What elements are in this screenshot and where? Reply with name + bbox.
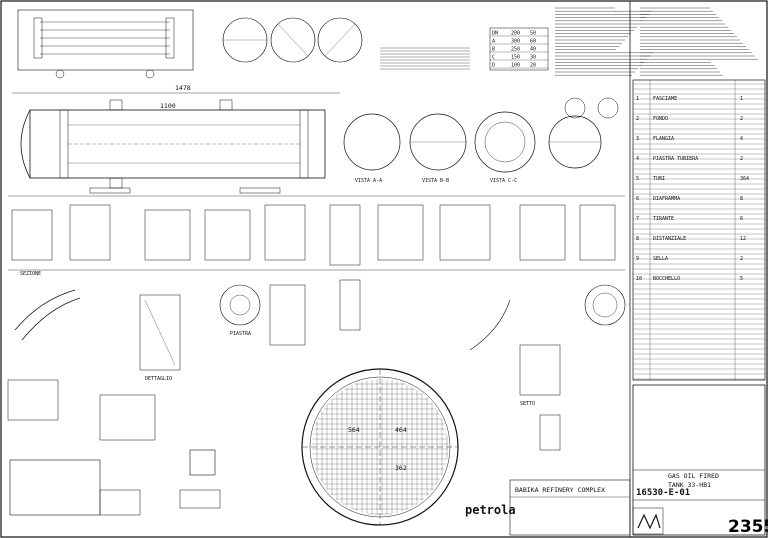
nozzle-table-cell: 250 [511,47,520,53]
lower-center-details [7,299,561,516]
top-flange-views [222,17,363,63]
label-section: SEZIONE [20,271,41,277]
detail-band-row [8,195,625,271]
nozzle-table-cell: B [492,47,495,53]
parts-qty: 12 [740,236,746,242]
client-logo-text: petrola [465,503,516,517]
sheet-stamp-number: 2355 [728,517,768,537]
title-line-2: TANK 33-HB1 [668,481,711,489]
nozzle-table-cell: 60 [530,39,536,45]
general-notes-block [380,7,758,76]
parts-desc: FONDO [653,116,668,122]
owner-name: BABIKA REFINERY COMPLEX [515,486,605,494]
top-left-exchanger-view [17,9,194,79]
label-plate: PIASTRA [230,331,251,337]
grid-cell-right-1: 464 [395,426,407,434]
nozzle-table-cell: 30 [530,55,536,61]
parts-pos: 9 [636,256,639,262]
parts-list-table [632,79,766,381]
parts-pos: 8 [636,236,639,242]
nozzle-table: DN 200 50A 300 60B 250 40C 150 30D 100 20 [489,27,549,71]
nozzle-table-cell: 200 [511,31,520,37]
nozzle-table-cell: A [492,39,495,45]
tube-sheet-plan [301,368,459,526]
nozzle-table-cell: 100 [511,63,520,69]
nozzle-table-cell: DN [492,31,498,37]
parts-qty: 8 [740,196,743,202]
parts-qty: 6 [740,216,743,222]
parts-desc: DISTANZIALE [653,236,686,242]
main-exchanger-elevation [12,92,340,194]
parts-qty: 4 [740,136,743,142]
lower-left-details [14,279,626,371]
label-view-cc: VISTA C-C [490,178,517,184]
nozzle-table-cell: 150 [511,55,520,61]
parts-pos: 10 [636,276,642,282]
dimension-tube-length: 1100 [160,102,176,110]
label-baffle: SETTO [520,401,535,407]
parts-desc: TUBI [653,176,665,182]
grid-cell-value: 564 [348,426,360,434]
nozzle-table-cell: D [492,63,495,69]
dimension-overall-length: 1478 [175,84,191,92]
parts-desc: SELLA [653,256,668,262]
parts-qty: 1 [740,96,743,102]
parts-desc: BOCCHELLO [653,276,680,282]
title-block [509,384,766,536]
parts-qty: 5 [740,276,743,282]
parts-qty: 2 [740,156,743,162]
parts-pos: 6 [636,196,639,202]
parts-pos: 7 [636,216,639,222]
parts-qty: 364 [740,176,749,182]
nozzle-table-cell: 40 [530,47,536,53]
nozzle-table-cell: 300 [511,39,520,45]
section-views [343,97,619,173]
parts-desc: TIRANTE [653,216,674,222]
parts-pos: 1 [636,96,639,102]
parts-pos: 5 [636,176,639,182]
parts-qty: 2 [740,116,743,122]
label-view-aa: VISTA A-A [355,178,382,184]
parts-pos: 3 [636,136,639,142]
parts-desc: PIASTRA TUBIERA [653,156,698,162]
drawing-number: 16530-E-01 [636,488,690,498]
parts-desc: FASCIAME [653,96,677,102]
parts-pos: 4 [636,156,639,162]
parts-pos: 2 [636,116,639,122]
title-line-1: GAS OIL FIRED [668,472,719,480]
nozzle-table-cell: 20 [530,63,536,69]
parts-desc: FLANGIA [653,136,674,142]
parts-desc: DIAFRAMMA [653,196,680,202]
grid-cell-right-2: 362 [395,464,407,472]
nozzle-table-cell: 50 [530,31,536,37]
parts-qty: 2 [740,256,743,262]
label-detail: DETTAGLIO [145,376,172,382]
nozzle-table-cell: C [492,55,495,61]
label-view-bb: VISTA B-B [422,178,449,184]
